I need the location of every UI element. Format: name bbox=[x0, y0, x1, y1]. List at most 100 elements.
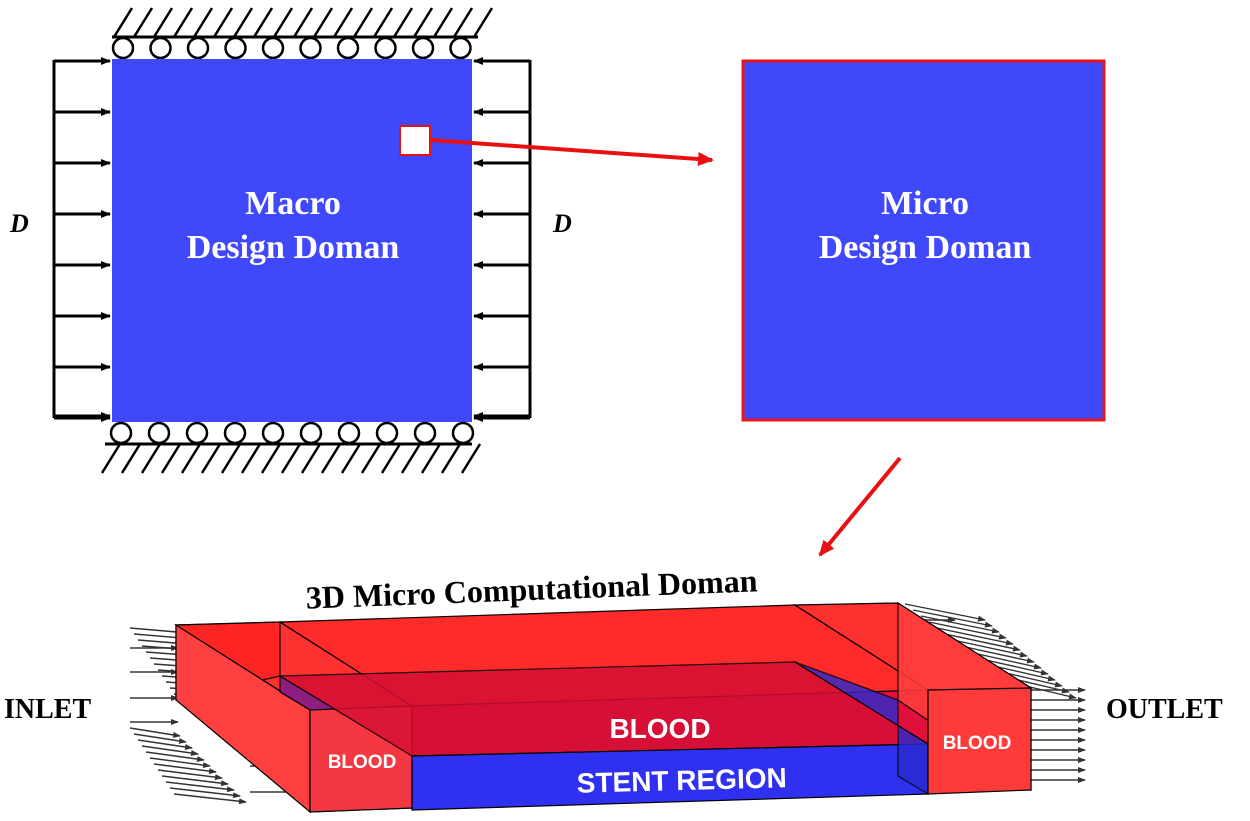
flow-arrow-icon bbox=[968, 651, 1042, 670]
ground-hatch-line bbox=[352, 7, 374, 38]
ground-hatch-line bbox=[180, 443, 202, 474]
ground-hatch-line bbox=[332, 7, 354, 38]
flow-arrow-icon bbox=[145, 751, 205, 763]
blood-left-label: BLOOD bbox=[328, 752, 397, 773]
ground-hatch-line bbox=[192, 7, 214, 38]
top-ground-hatch bbox=[112, 7, 494, 38]
flow-arrow-icon bbox=[137, 739, 193, 750]
right-load-arrows bbox=[473, 57, 530, 422]
flow-arrow-icon bbox=[141, 745, 199, 756]
zoom-arrow-micro-to-3d bbox=[818, 456, 902, 557]
flow-arrow-icon bbox=[157, 769, 223, 781]
flow-arrow-icon bbox=[936, 627, 1014, 646]
ground-hatch-line bbox=[112, 7, 134, 38]
roller-support-icon bbox=[449, 36, 472, 60]
right-blood-front-face bbox=[927, 687, 1032, 795]
ground-hatch-line bbox=[312, 7, 334, 38]
flow-arrow-icon bbox=[920, 615, 1000, 634]
flow-arrow-icon bbox=[133, 733, 187, 744]
ground-hatch-line bbox=[400, 443, 422, 474]
ground-hatch-line bbox=[360, 443, 382, 474]
macro-domain-rect bbox=[112, 59, 472, 422]
flow-arrow-icon bbox=[928, 621, 1007, 640]
roller-support-icon bbox=[149, 36, 172, 60]
ground-hatch-line bbox=[240, 443, 262, 474]
micro-domain-group: Micro Design Doman bbox=[741, 59, 1106, 422]
ground-hatch-line bbox=[232, 7, 254, 38]
ground-hatch-line bbox=[140, 443, 162, 474]
ground-hatch-line bbox=[340, 443, 362, 474]
left-load-arrows bbox=[54, 57, 111, 422]
bottom-roller-supports bbox=[109, 421, 475, 445]
roller-support-icon bbox=[147, 421, 171, 445]
ground-hatch-line bbox=[152, 7, 174, 38]
macro-title-line2: Design Doman bbox=[187, 229, 400, 266]
ground-hatch-line bbox=[412, 7, 434, 38]
ground-hatch-line bbox=[132, 7, 154, 38]
ground-hatch-line bbox=[172, 7, 194, 38]
macro-domain-group: D D Macro Design Doman bbox=[9, 7, 572, 474]
roller-support-icon bbox=[299, 36, 322, 60]
flow-arrow-icon bbox=[173, 793, 247, 805]
ground-hatch-line bbox=[252, 7, 274, 38]
macro-title-line1: Macro bbox=[245, 185, 341, 222]
blood-center-label: BLOOD bbox=[609, 713, 710, 744]
ground-hatch-line bbox=[272, 7, 294, 38]
computational-domain-group: 3D Micro Computational Doman BLOOD BLOOD… bbox=[4, 562, 1223, 814]
roller-support-icon bbox=[375, 421, 399, 445]
ground-hatch-line bbox=[472, 7, 494, 38]
flow-arrow-icon bbox=[129, 727, 181, 738]
ground-hatch-line bbox=[372, 7, 394, 38]
flow-arrow-icon bbox=[153, 763, 217, 775]
roller-support-icon bbox=[299, 421, 323, 445]
ground-hatch-line bbox=[432, 7, 454, 38]
roller-support-icon bbox=[411, 36, 435, 60]
roller-support-icon bbox=[337, 421, 361, 445]
blood-right-label: BLOOD bbox=[943, 733, 1012, 754]
micro-title-line1: Micro bbox=[881, 185, 969, 222]
flow-arrow-icon bbox=[904, 603, 986, 622]
roller-support-icon bbox=[336, 36, 360, 60]
ground-hatch-line bbox=[100, 443, 122, 474]
ground-hatch-line bbox=[392, 7, 414, 38]
ground-hatch-line bbox=[320, 443, 342, 474]
ground-hatch-line bbox=[460, 443, 482, 474]
ground-hatch-line bbox=[380, 443, 402, 474]
flow-arrow-icon bbox=[960, 645, 1035, 664]
flow-arrow-icon bbox=[169, 787, 241, 799]
stent-region-label: STENT REGION bbox=[576, 762, 787, 798]
ground-hatch-line bbox=[160, 443, 182, 474]
outlet-label: OUTLET bbox=[1106, 694, 1223, 725]
top-roller-supports bbox=[111, 36, 472, 60]
load-label-left: D bbox=[9, 209, 29, 238]
ground-hatch-line bbox=[452, 7, 474, 38]
ground-hatch-line bbox=[440, 443, 462, 474]
zoom-arrow-macro-to-micro bbox=[429, 138, 714, 166]
roller-support-icon bbox=[413, 421, 437, 445]
ground-hatch-line bbox=[220, 443, 242, 474]
roller-support-icon bbox=[374, 36, 397, 60]
roller-support-icon bbox=[109, 421, 133, 445]
inlet-label: INLET bbox=[4, 694, 91, 725]
flow-arrow-icon bbox=[952, 639, 1028, 658]
computational-title: 3D Micro Computational Doman bbox=[305, 562, 758, 615]
bottom-ground-hatch bbox=[100, 443, 482, 474]
ground-hatch-line bbox=[212, 7, 234, 38]
ground-hatch-line bbox=[200, 443, 222, 474]
ground-hatch-line bbox=[280, 443, 302, 474]
roller-support-icon bbox=[224, 36, 247, 60]
micro-domain-rect bbox=[741, 59, 1106, 422]
micro-cell-marker bbox=[399, 125, 431, 156]
roller-support-icon bbox=[111, 36, 135, 60]
ground-hatch-line bbox=[120, 443, 142, 474]
roller-support-icon bbox=[223, 421, 247, 445]
flow-arrow-icon bbox=[944, 633, 1021, 652]
load-label-right: D bbox=[552, 209, 572, 238]
flow-arrow-icon bbox=[165, 781, 235, 793]
ground-hatch-line bbox=[300, 443, 322, 474]
roller-support-icon bbox=[261, 36, 285, 60]
roller-support-icon bbox=[451, 421, 475, 445]
micro-title-line2: Design Doman bbox=[819, 229, 1032, 266]
ground-hatch-line bbox=[260, 443, 282, 474]
